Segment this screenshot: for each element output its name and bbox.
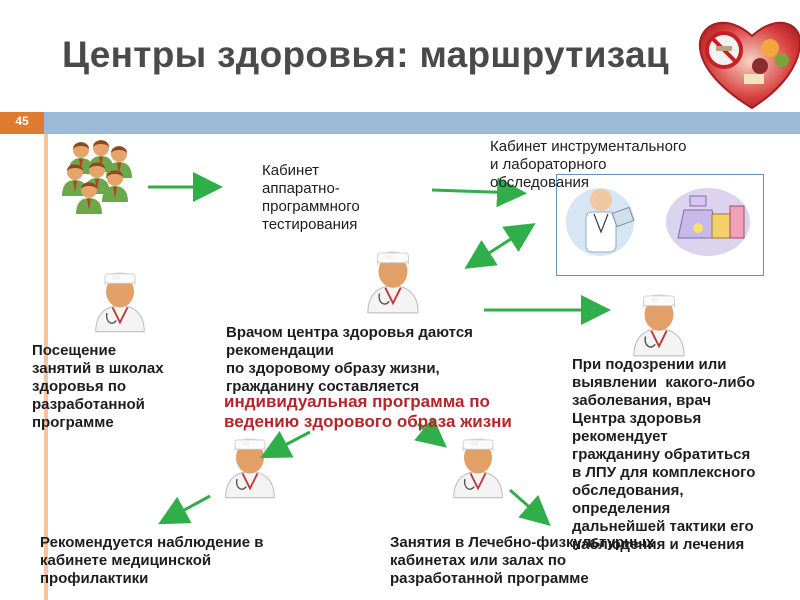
physician-with-clipboard-icon	[566, 188, 635, 256]
slide-number-box	[0, 112, 44, 134]
node-prevention-cabinet: Рекомендуется наблюдение в кабинете меди…	[40, 534, 264, 587]
doctor-icon-exercise	[452, 437, 504, 499]
doctor-icon-center	[366, 250, 420, 314]
people-group-icon	[62, 140, 132, 214]
doctor-icon-suspicion	[632, 293, 686, 357]
arrow-to-prevention-doctor	[260, 430, 311, 459]
page-title: Центры здоровья: маршрутизац	[62, 34, 669, 75]
arrow-to-exercise-doctor	[414, 417, 447, 448]
arrow-to-exercise-text	[509, 488, 551, 526]
node-health-schools: Посещение занятий в школах здоровья по р…	[32, 342, 164, 431]
node-suspicion-referral: При подозрении или выявлении какого-либо…	[572, 356, 756, 553]
node-exercise-therapy: Занятия в Лечебно-физкультурных кабинета…	[390, 534, 655, 587]
slide-number: 45	[15, 114, 29, 128]
lab-flasks-icon	[666, 188, 750, 256]
arrow-apparatus-to-lab	[431, 177, 527, 208]
node-instrumental-lab: Кабинет инструментального и лабораторног…	[490, 138, 687, 191]
node-apparatus-testing: Кабинет аппаратно- программного тестиров…	[262, 162, 360, 233]
doctor-icon-prevention	[224, 437, 276, 499]
arrow-lab-to-doctor	[464, 240, 501, 269]
node-individual-program: индивидуальная программа по ведению здор…	[224, 392, 512, 431]
node-doctor-recommendations: Врачом центра здоровья даются рекомендац…	[226, 324, 473, 395]
arrow-doctor-to-lab	[499, 223, 536, 252]
slide-header-bar	[0, 112, 800, 134]
left-divider	[44, 134, 48, 600]
arrow-to-prevention-text	[158, 494, 211, 525]
doctor-icon-schools	[94, 271, 146, 333]
